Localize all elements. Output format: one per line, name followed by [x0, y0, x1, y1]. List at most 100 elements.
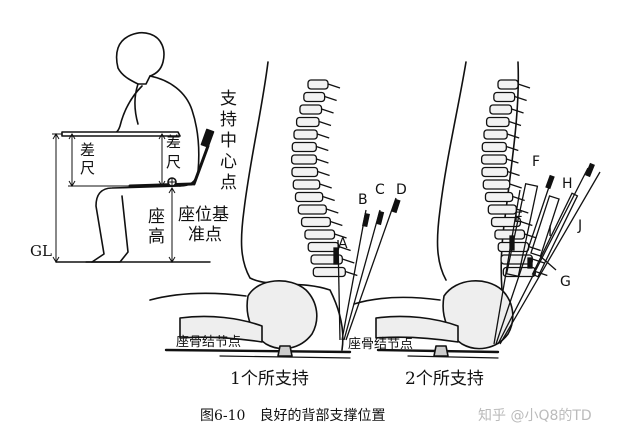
- vertebra: [497, 79, 519, 90]
- vertebra-process: [509, 183, 522, 189]
- femur-outline: [179, 315, 263, 343]
- vertebra: [303, 91, 326, 103]
- support-title-2: 2个所支持: [405, 369, 484, 389]
- seat-surface-1: [164, 348, 352, 354]
- vertebra: [299, 104, 323, 115]
- vertebra: [292, 179, 321, 190]
- vertebra-process: [316, 145, 329, 152]
- sit-bone-marker-1: [277, 345, 293, 357]
- vertebra: [484, 191, 514, 203]
- point-c-label: C: [375, 182, 385, 198]
- chair-back: [192, 144, 210, 186]
- vertebra-process: [506, 133, 520, 139]
- point-f-label: F: [532, 154, 540, 170]
- support-center-char-1: 支: [220, 89, 237, 109]
- lower-leg-outline: [85, 195, 129, 263]
- vertebrae-column-1: [290, 79, 358, 278]
- sit-bone-marker-2: [433, 345, 449, 357]
- arm-outline: [83, 85, 143, 135]
- support-center-char-5: 点: [220, 173, 237, 193]
- vertebra: [480, 154, 508, 165]
- vertebra: [294, 191, 324, 203]
- back-body-outline: [240, 61, 344, 351]
- seat-reference-line-2: 准点: [188, 225, 222, 245]
- vertebra-process: [318, 120, 332, 127]
- support-center-char-3: 中: [220, 131, 237, 151]
- vertebra: [307, 79, 329, 90]
- vertebra: [493, 91, 516, 103]
- vertebra-process: [330, 220, 343, 227]
- vertebra: [485, 116, 510, 128]
- point-j-label: J: [577, 218, 582, 234]
- support-center-char-2: 持: [220, 110, 237, 130]
- vertebra-process: [511, 108, 524, 114]
- vertebra-process: [321, 108, 334, 114]
- figure-caption: 图6-10 良好的背部支撑位置: [200, 408, 385, 424]
- chacha-right-char-1: 差: [166, 133, 181, 151]
- vertebra: [291, 141, 317, 153]
- head-outline: [115, 32, 165, 85]
- vertebra-process: [520, 220, 533, 227]
- seat-height-label: 座 高: [148, 207, 165, 247]
- vertebra: [312, 266, 346, 278]
- chacha-right-char-2: 尺: [166, 153, 181, 171]
- point-e-label: E: [514, 210, 523, 226]
- vertebra-process: [516, 208, 529, 214]
- vertebra-process: [319, 183, 332, 189]
- vertebra: [481, 141, 507, 153]
- vertebra-process: [324, 95, 337, 102]
- vertebra: [489, 104, 513, 115]
- vertebra-process: [327, 83, 341, 89]
- vertebra-process: [317, 170, 330, 177]
- chacha-right-label: 差 尺: [166, 133, 181, 171]
- support-pad: [200, 128, 215, 148]
- vertebra-process: [508, 120, 522, 127]
- table-top: [61, 131, 181, 137]
- support-title-1: 1个所支持: [230, 369, 309, 389]
- thigh-outline: [91, 185, 181, 263]
- vertebra: [291, 166, 319, 178]
- seat-height-char-1: 座: [148, 207, 165, 227]
- front-body-outline-2: [353, 296, 441, 305]
- vertebra: [304, 229, 336, 240]
- gl-label: GL: [30, 242, 52, 260]
- chacha-left-char-2: 尺: [80, 159, 95, 177]
- seat-reference-line-1: 座位基: [178, 205, 229, 225]
- point-h-label: H: [562, 176, 573, 192]
- support-lines-2: [493, 162, 601, 345]
- vertebra: [295, 116, 320, 128]
- front-body-outline: [149, 292, 247, 301]
- vertebra-process: [338, 245, 351, 252]
- support-lines-1: [333, 197, 401, 341]
- vertebra-process: [506, 158, 519, 164]
- vertebra-process: [345, 270, 358, 277]
- support-center-label: 支 持 中 心 点: [220, 89, 237, 193]
- vertebra: [297, 204, 327, 215]
- sit-bone-node-label-1: 座骨结节点: [176, 335, 241, 350]
- seat-reference-label: 座位基 准点: [178, 205, 229, 245]
- vertebra-process: [506, 145, 519, 152]
- point-g-label: G: [560, 274, 571, 290]
- seated-person-figure: [55, 32, 215, 263]
- vertebra: [290, 154, 318, 165]
- chacha-left-label: 差 尺: [80, 141, 95, 177]
- point-a-label: A: [338, 236, 348, 252]
- vertebra-process: [322, 195, 335, 202]
- vertebra: [482, 179, 511, 190]
- support-center-char-4: 心: [220, 152, 237, 172]
- chacha-left-char-1: 差: [80, 141, 95, 159]
- femur-outline-2: [375, 315, 459, 343]
- point-d-label: D: [396, 182, 407, 198]
- vertebra: [300, 216, 332, 228]
- vertebra-process: [334, 233, 347, 239]
- point-b-label: B: [358, 192, 368, 208]
- vertebra-process: [326, 208, 339, 214]
- back-body-outline-2: [436, 61, 467, 281]
- vertebra: [487, 204, 517, 215]
- vertebra-process: [316, 158, 329, 164]
- vertebra: [481, 166, 509, 178]
- vertebra-process: [342, 258, 355, 264]
- sit-bone-node-label-2: 座骨结节点: [348, 337, 413, 352]
- vertebra: [293, 129, 318, 140]
